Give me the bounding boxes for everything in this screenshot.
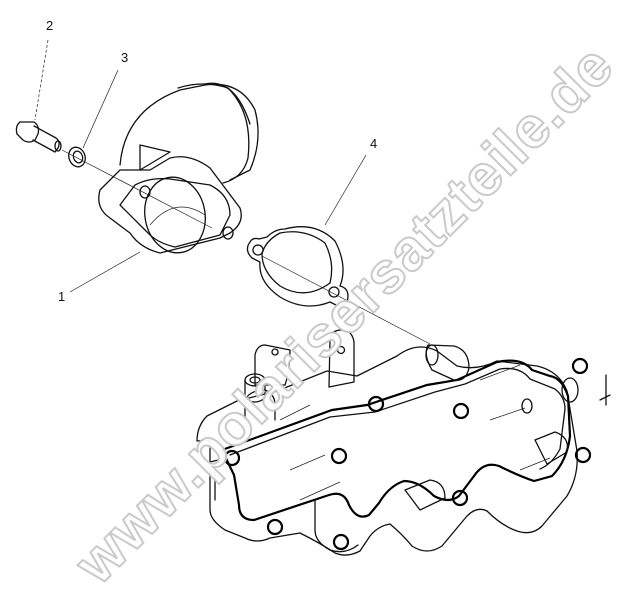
gasket-part: [246, 226, 349, 307]
parts-diagram: 2 3 1 4 www.polarisersatzteile.de: [15, 18, 627, 597]
diagram-drawing: [15, 39, 611, 556]
thermostat-housing-part: [98, 82, 259, 254]
bolt-part: [15, 121, 62, 153]
leader-lines: [34, 39, 367, 293]
cylinder-head-part: [196, 329, 611, 556]
washer-part: [68, 146, 86, 168]
callout-2: 2: [46, 18, 54, 33]
callout-1: 1: [58, 289, 66, 304]
callout-3: 3: [121, 50, 129, 65]
callout-4: 4: [370, 136, 378, 151]
